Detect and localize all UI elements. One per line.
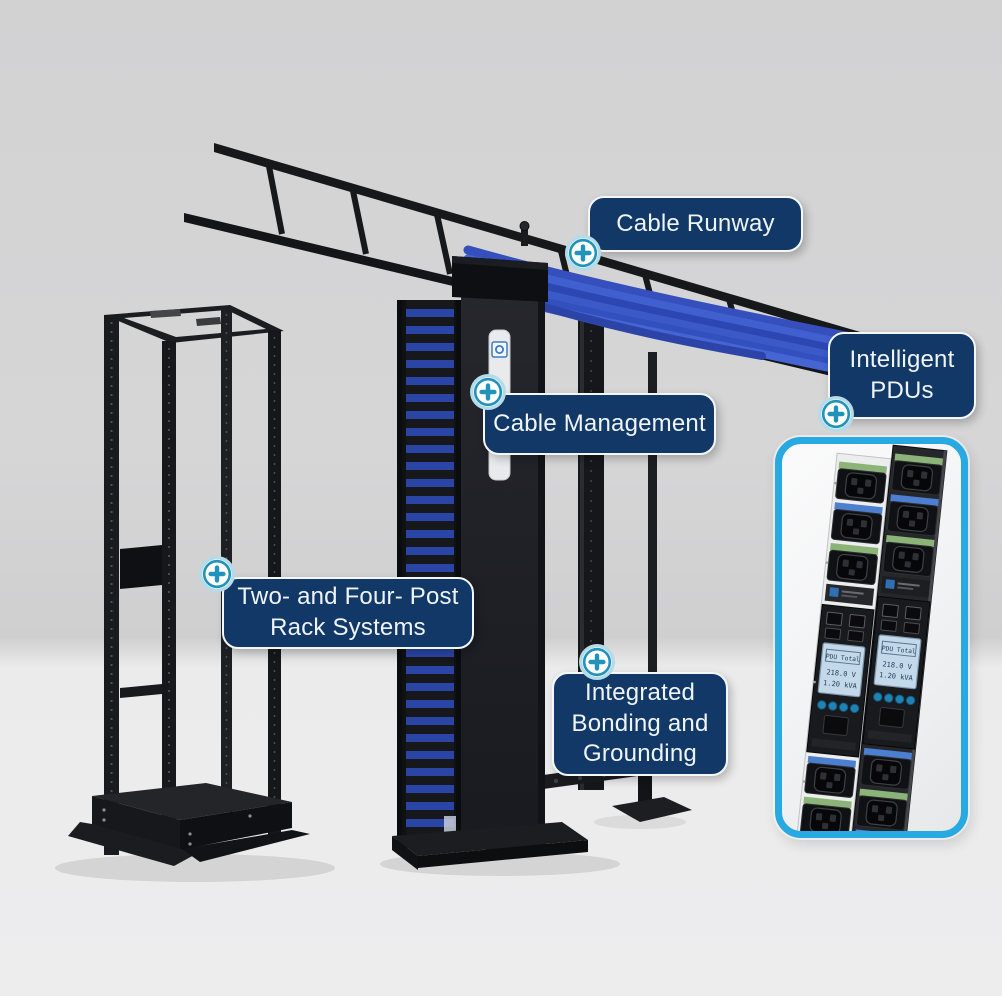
pdu-strip-right: PDU Total 218.0 V 1.20 kVA bbox=[848, 444, 948, 831]
callout-label-line: Integrated bbox=[584, 678, 696, 706]
pdu-screen-voltage: 218.0 V bbox=[882, 660, 913, 671]
pdu-screen-title: PDU Total bbox=[825, 653, 860, 664]
vertical-cable-manager bbox=[392, 221, 588, 870]
pdu-screen-title: PDU Total bbox=[881, 645, 916, 656]
plus-icon[interactable] bbox=[817, 395, 855, 433]
callout-cable-runway[interactable]: Cable Runway bbox=[588, 196, 803, 252]
callout-label-line: Cable Management bbox=[493, 409, 706, 437]
plus-icon[interactable] bbox=[578, 643, 616, 681]
callout-two-and-four-post-rack-systems[interactable]: Two- and Four- Post Rack Systems bbox=[222, 577, 474, 649]
callout-label-line: Grounding bbox=[583, 740, 697, 768]
plus-icon[interactable] bbox=[469, 373, 507, 411]
pdu-screen-power: 1.20 kVA bbox=[823, 679, 858, 691]
callout-cable-management[interactable]: Cable Management bbox=[483, 393, 716, 455]
plus-icon[interactable] bbox=[564, 234, 602, 272]
pdu-photo: PDU Total 218.0 V 1.20 kVA bbox=[792, 444, 948, 831]
callout-label-line: Two- and Four- Post bbox=[237, 583, 459, 611]
pdu-inset: PDU Total 218.0 V 1.20 kVA bbox=[775, 437, 968, 838]
callout-integrated-bonding-grounding[interactable]: Integrated Bonding and Grounding bbox=[552, 672, 728, 776]
plus-icon[interactable] bbox=[198, 555, 236, 593]
callout-label-line: Bonding and bbox=[571, 709, 709, 737]
pdu-strip-left: PDU Total 218.0 V 1.20 kVA bbox=[792, 452, 892, 831]
pdu-screen-power: 1.20 kVA bbox=[879, 671, 914, 683]
callout-label-line: PDUs bbox=[870, 376, 934, 404]
pdu-screen-voltage: 218.0 V bbox=[826, 668, 857, 679]
callout-intelligent-pdus[interactable]: Intelligent PDUs bbox=[828, 332, 976, 419]
callout-label-line: Intelligent bbox=[849, 345, 955, 373]
callout-label-line: Cable Runway bbox=[616, 209, 775, 237]
callout-label-line: Rack Systems bbox=[270, 614, 426, 641]
